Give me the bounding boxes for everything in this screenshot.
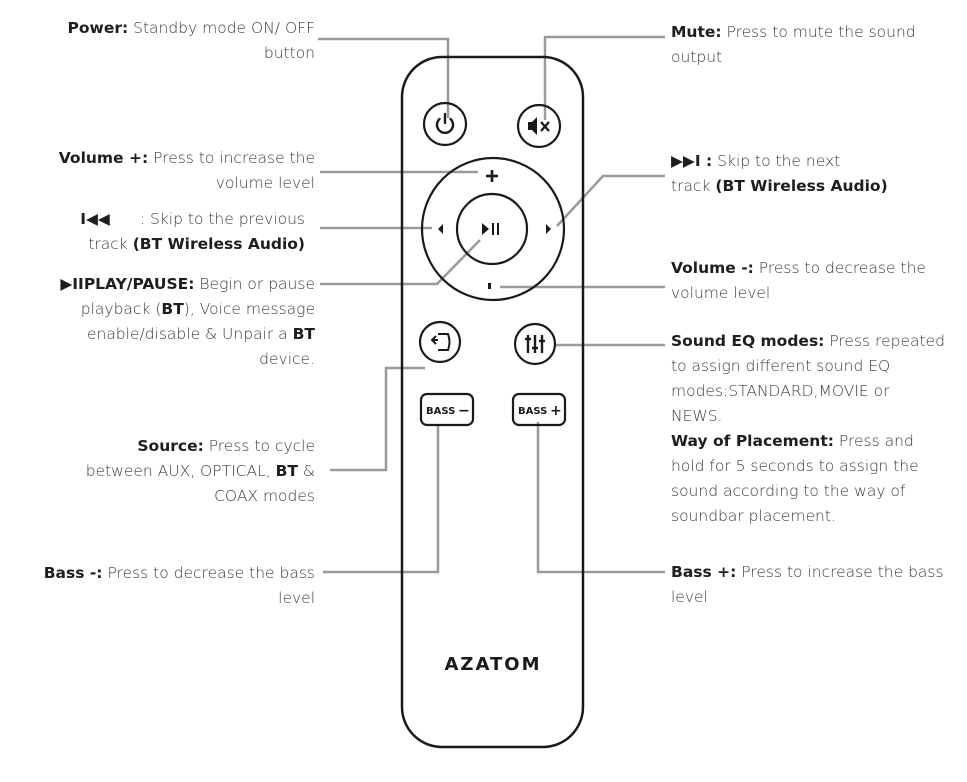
callout-source-line1: Press to cycle [208,437,315,455]
callout-play-pause: ▶IIPLAY/PAUSE: Begin or pause playback (… [60,272,315,372]
callout-next: ▶▶I : Skip to the next track (BT Wireles… [671,149,888,199]
leader-next [556,174,665,227]
callout-previous: I◀◀ : Skip to the previous track (BT Wire… [80,207,305,257]
callout-volume-up-line2: volume level [215,174,315,192]
callout-play-line2b: BT [161,300,184,318]
callout-eq-line7: sound according to the way of [671,482,906,500]
callout-source-line2c: & [302,462,315,480]
callout-mute-line1: Press to mute the sound [726,23,916,41]
brand-logo: AZATOM [444,654,541,675]
callout-volume-up-line1: Press to increase the [153,149,315,167]
callout-play-line2a: playback ( [80,300,162,318]
source-button [418,320,462,364]
callout-power-title: Power: [67,19,129,37]
leader-bass-minus [323,424,440,574]
callout-volume-down-line2: volume level [671,284,771,302]
callout-volume-up: Volume +: Press to increase the volume l… [59,146,315,196]
dpad-ring [420,156,566,302]
callout-play-line3a: enable/disable & Unpair a [86,325,288,343]
callout-source-line2b: BT [275,462,298,480]
callout-previous-line1: : Skip to the previous [139,210,305,228]
bass-plus-glyph: + [550,403,562,419]
bass-minus-glyph: − [458,403,470,419]
bass-minus-text: BASS [426,406,455,417]
callout-bass-plus-line2: level [671,588,708,606]
callout-eq-line1: Press repeated [829,332,945,350]
previous-track-button [438,224,443,234]
callout-eq-line3: modes:STANDARD,MOVIE or [671,382,890,400]
bass-plus-text: BASS [518,406,547,417]
leader-bass-plus [536,422,665,574]
remote-body [400,55,585,749]
next-track-button [546,224,551,234]
mute-button [516,103,562,149]
eq-button [513,322,557,366]
volume-up-button [486,170,498,182]
callout-bass-minus: Bass -: Press to decrease the bass level [44,561,315,611]
callout-eq-line8: soundbar placement. [671,507,836,525]
callout-play-line1: Begin or pause [199,275,315,293]
callout-mute-title: Mute: [671,23,722,41]
callout-bass-plus-line1: Press to increase the bass [741,563,944,581]
callout-eq-line2: to assign different sound EQ [671,357,891,375]
callout-source-line2: between AUX, OPTICAL, [85,462,271,480]
callout-play-line4: device. [259,350,315,368]
callout-eq-line6: hold for 5 seconds to assign the [671,457,919,475]
callout-volume-down: Volume -: Press to decrease the volume l… [671,256,926,306]
leader-source [330,366,425,472]
callout-power-line2: button [263,44,315,62]
callout-source: Source: Press to cycle between AUX, OPTI… [86,434,315,509]
callout-bass-minus-line2: level [278,589,315,607]
callout-eq-title2: Way of Placement: [671,432,834,450]
callout-play-line3b: BT [292,325,315,343]
play-pause-button [455,192,529,266]
power-button [422,101,468,147]
callout-volume-down-title: Volume -: [671,259,754,277]
callout-previous-title: I◀◀ [80,210,110,228]
callout-next-line2a: track [671,177,711,195]
callout-previous-line2b: (BT Wireless Audio) [132,235,305,253]
callout-bass-plus-title: Bass +: [671,563,737,581]
callout-mute-line2: output [671,48,723,66]
callout-next-line1: Skip to the next [717,152,841,170]
callout-next-title: ▶▶I : [671,152,713,170]
callout-volume-down-line1: Press to decrease the [758,259,926,277]
leader-play [320,239,481,286]
callout-source-title: Source: [137,437,204,455]
callout-bass-plus: Bass +: Press to increase the bass level [671,560,944,610]
callout-eq-line5: Press and [838,432,914,450]
callout-bass-minus-line1: Press to decrease the bass [107,564,315,582]
leader-power [318,37,450,118]
callout-eq: Sound EQ modes: Press repeated to assign… [671,329,945,529]
callout-bass-minus-title: Bass -: [43,564,103,582]
callout-eq-line4: NEWS. [671,407,723,425]
callout-power: Power: Standby mode ON/ OFF button [67,16,315,66]
callout-play-line2c: ), Voice message [183,300,315,318]
callout-source-line3: COAX modes [214,487,315,505]
callout-volume-up-title: Volume +: [58,149,149,167]
bass-plus-button [511,392,567,427]
callout-mute: Mute: Press to mute the sound output [671,20,916,70]
callout-play-title: ▶IIPLAY/PAUSE: [60,275,195,293]
callout-previous-line2a: track [88,235,128,253]
callout-power-line1: Standby mode ON/ OFF [133,19,315,37]
callout-next-line2b: (BT Wireless Audio) [715,177,888,195]
leader-mute [543,35,665,120]
bass-minus-button [419,392,475,427]
callout-eq-title: Sound EQ modes: [671,332,825,350]
volume-down-button [488,283,491,289]
